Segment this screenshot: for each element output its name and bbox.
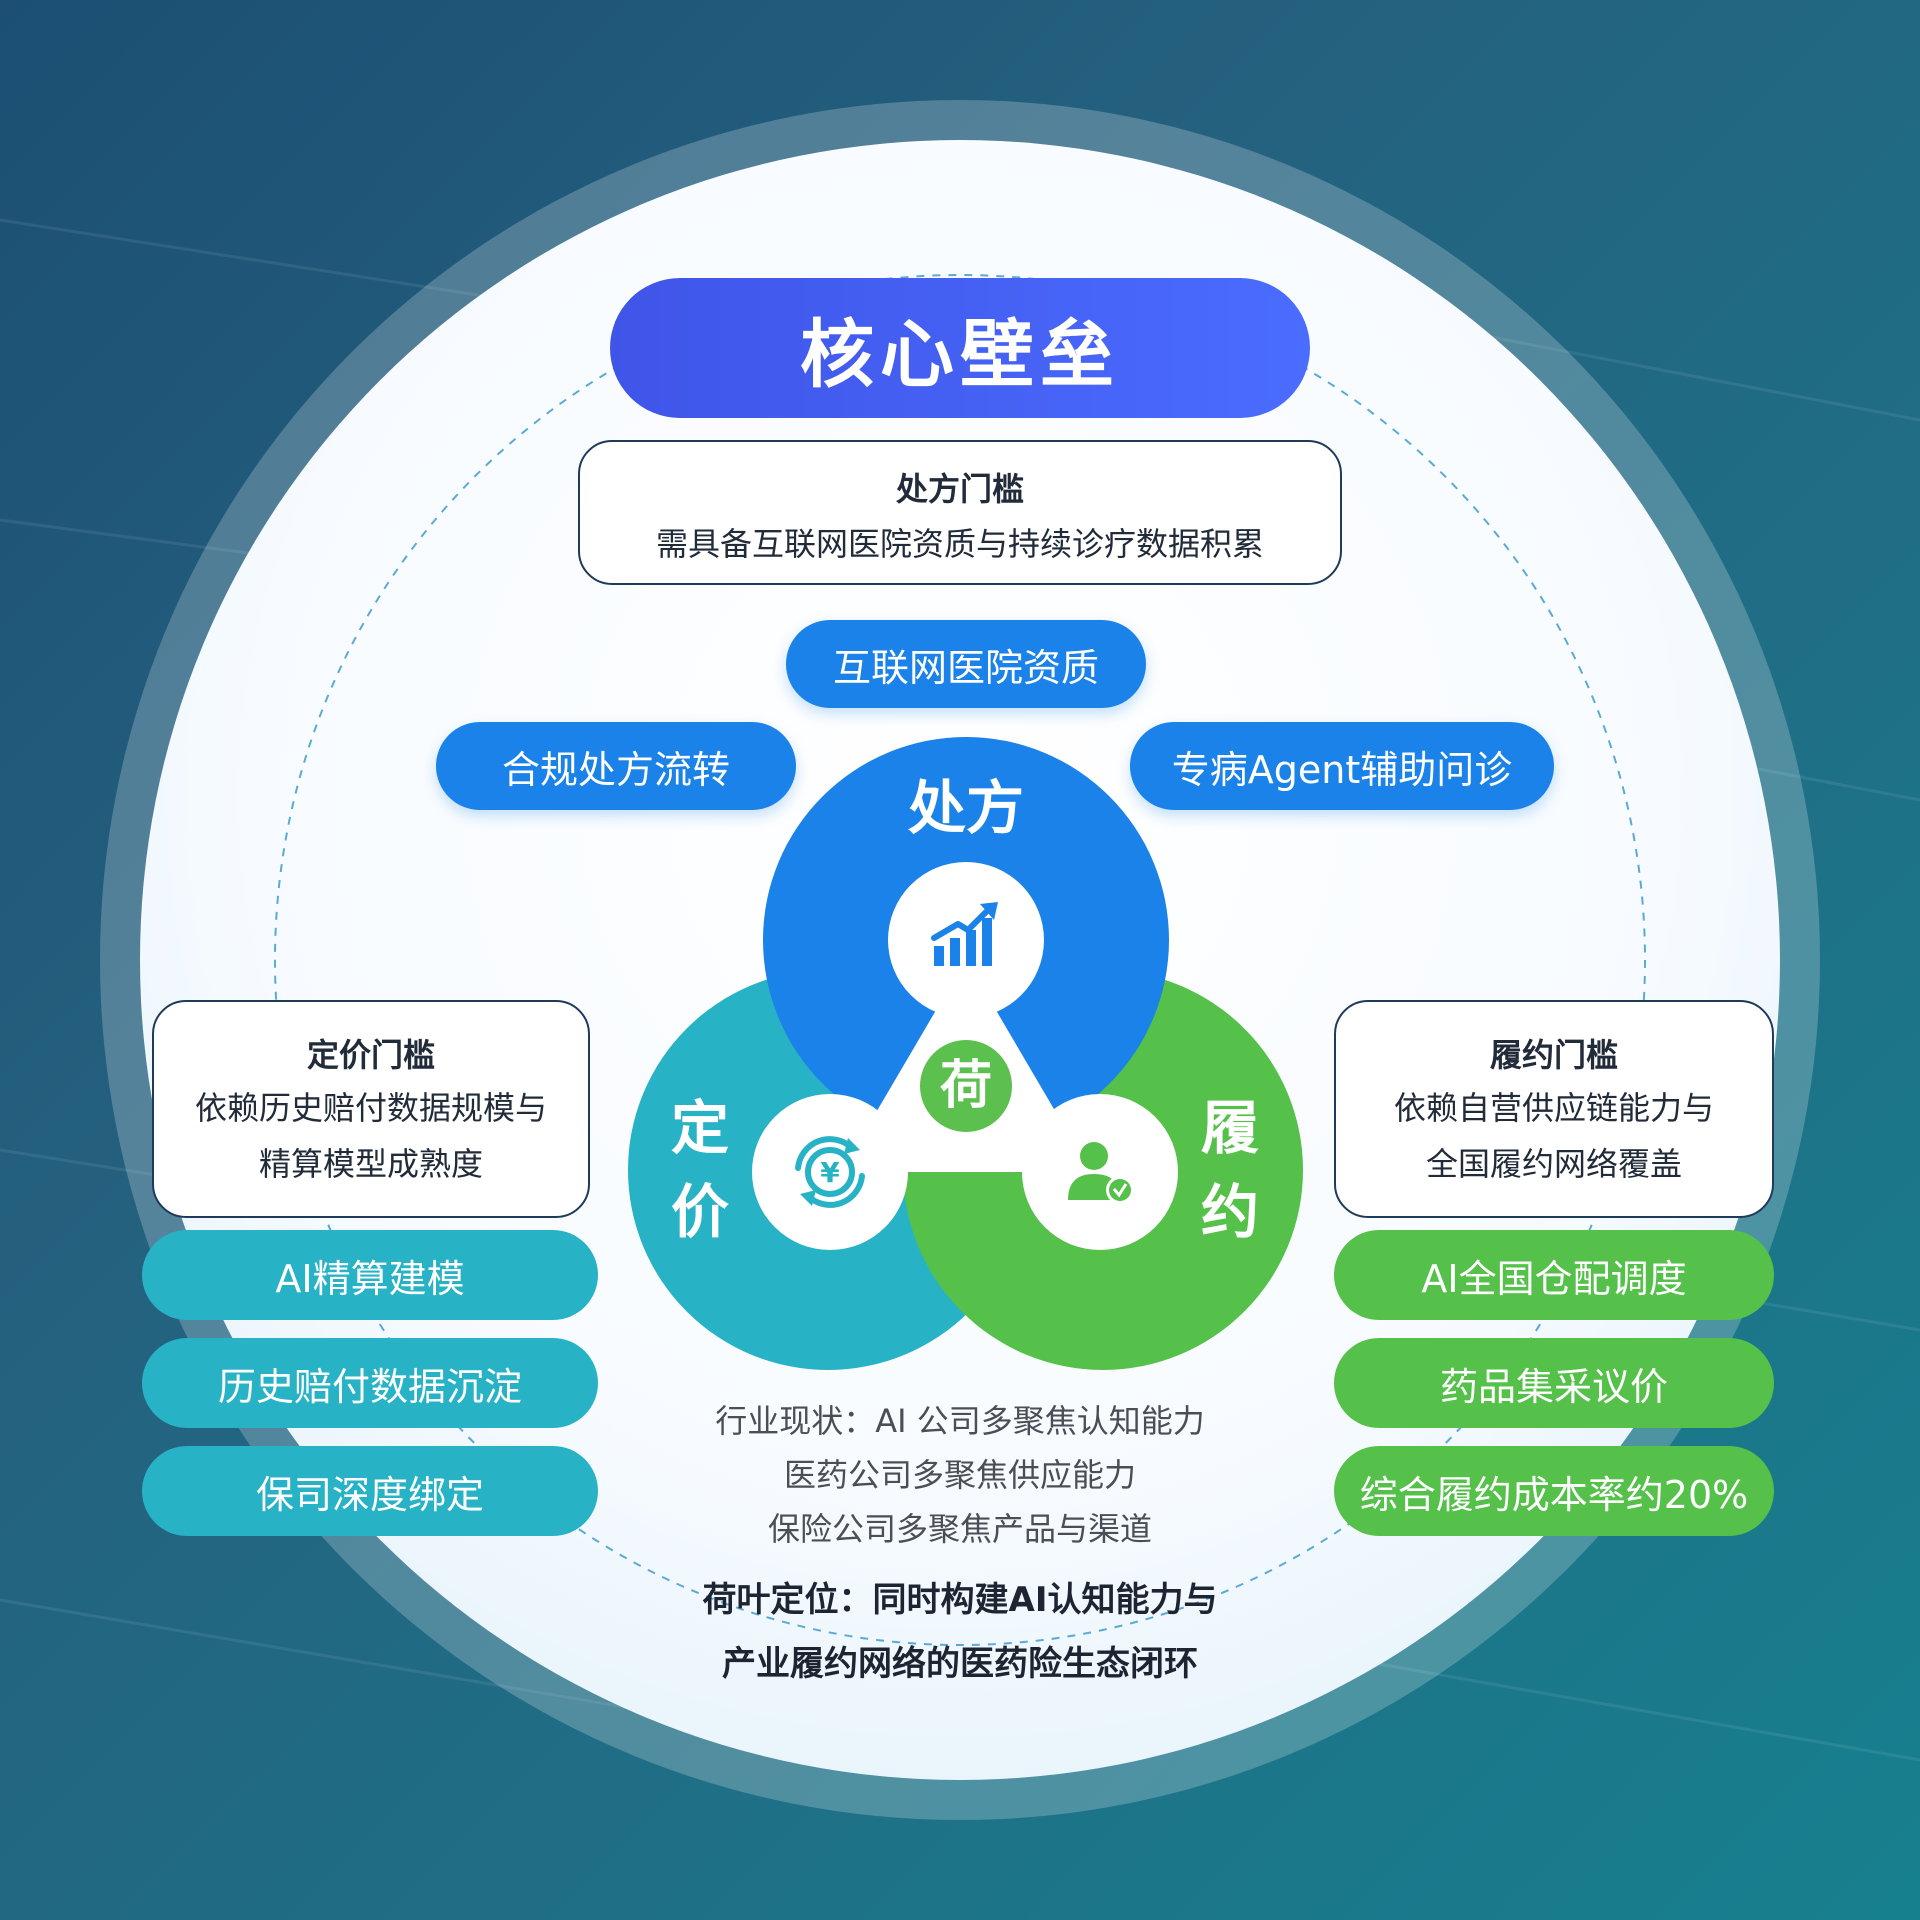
pill-drug-procurement: 药品集采议价: [1334, 1338, 1774, 1428]
prescription-threshold-text: 需具备互联网医院资质与持续诊疗数据积累: [655, 525, 1264, 563]
pricing-threshold-line-1: 依赖历史赔付数据规模与: [194, 1089, 547, 1127]
pill-compliant-prescription: 合规处方流转: [436, 722, 796, 810]
svg-text:¥: ¥: [820, 1156, 840, 1189]
pricing-threshold-box: 定价门槛 依赖历史赔付数据规模与 精算模型成熟度: [152, 1000, 590, 1218]
verified-user-icon: [1068, 1142, 1134, 1204]
industry-status-line-3: 保险公司多聚焦产品与渠道: [767, 1510, 1152, 1548]
positioning-line-2: 产业履约网络的医药险生态闭环: [722, 1644, 1198, 1684]
yuan-exchange-icon: ¥: [795, 1136, 865, 1208]
fulfillment-threshold-line-2: 全国履约网络覆盖: [1425, 1145, 1682, 1183]
fulfillment-threshold-box: 履约门槛 依赖自营供应链能力与 全国履约网络覆盖: [1334, 1000, 1774, 1218]
dashed-guide-circle: [274, 274, 1646, 1646]
growth-chart-icon: [931, 902, 998, 966]
pricing-threshold-line-2: 精算模型成熟度: [258, 1145, 483, 1183]
fulfillment-lobe-label-1: 履: [1200, 1094, 1259, 1162]
pill-ai-warehouse: AI全国仓配调度: [1334, 1230, 1774, 1320]
prescription-threshold-box: 处方门槛 需具备互联网医院资质与持续诊疗数据积累: [578, 440, 1342, 585]
industry-status-line-2: 医药公司多聚焦供应能力: [783, 1456, 1136, 1494]
pill-agent-consult: 专病Agent辅助问诊: [1130, 722, 1554, 810]
pricing-threshold-title: 定价门槛: [306, 1036, 435, 1074]
fulfillment-lobe-label-2: 约: [1200, 1178, 1259, 1246]
prescription-lobe-label: 处方: [907, 774, 1024, 842]
page-title: 核心壁垒: [610, 278, 1310, 418]
fulfillment-threshold-line-1: 依赖自营供应链能力与: [1393, 1089, 1714, 1127]
pricing-lobe-label-1: 定: [670, 1094, 729, 1162]
pill-fulfillment-cost: 综合履约成本率约20%: [1334, 1446, 1774, 1536]
lotus-logo-icon: [920, 1040, 1012, 1132]
lotus-logo-char: 荷: [939, 1056, 992, 1116]
pill-insurer-binding: 保司深度绑定: [142, 1446, 598, 1536]
pricing-icon-disc: [752, 1094, 908, 1250]
pricing-lobe-label-2: 价: [670, 1178, 729, 1246]
fulfillment-threshold-title: 履约门槛: [1489, 1036, 1618, 1074]
industry-status-line-1: 行业现状：AI 公司多聚焦认知能力: [715, 1402, 1205, 1440]
pill-ai-actuarial: AI精算建模: [142, 1230, 598, 1320]
fulfillment-icon-disc: [1022, 1094, 1178, 1250]
prescription-threshold-title: 处方门槛: [895, 470, 1024, 508]
pill-internet-hospital: 互联网医院资质: [786, 620, 1146, 708]
positioning-line-1: 荷叶定位：同时构建AI认知能力与: [702, 1580, 1218, 1620]
pill-claims-history: 历史赔付数据沉淀: [142, 1338, 598, 1428]
